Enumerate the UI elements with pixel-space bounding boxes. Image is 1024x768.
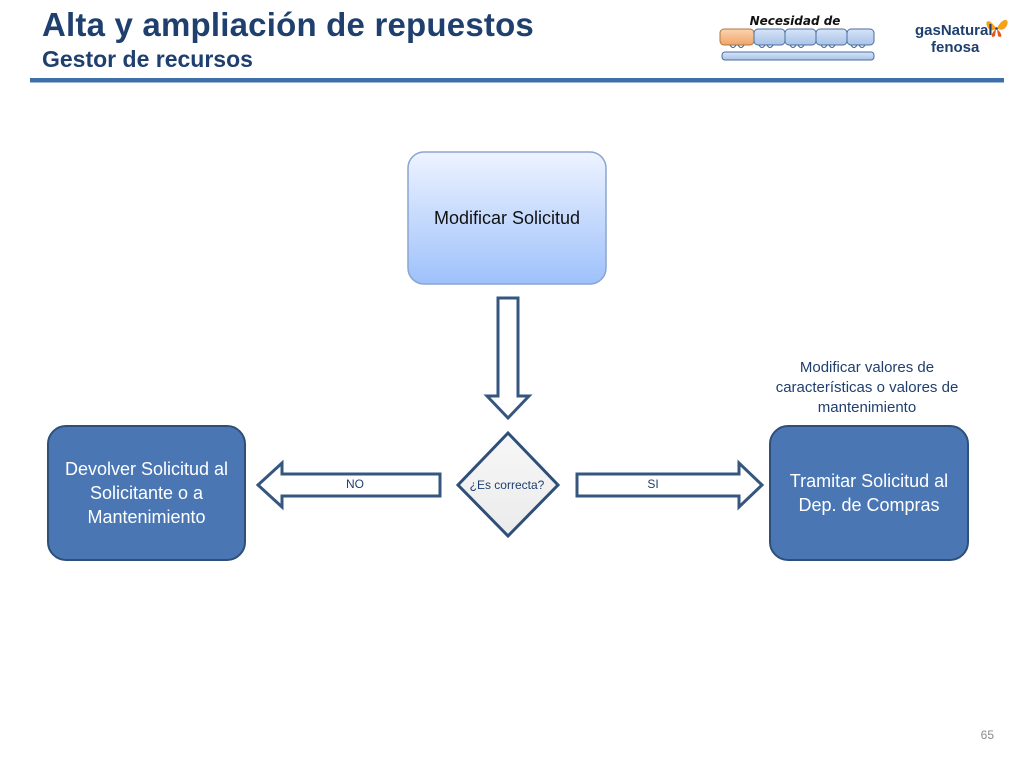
page-subtitle: Gestor de recursos [42,46,253,72]
no-branch-label: NO [346,477,364,491]
annotation-text: Modificar valores de características o v… [775,359,959,416]
logo-line-2: fenosa [931,39,980,56]
header-divider-thin [30,82,1004,83]
decision-node [455,430,561,539]
header-divider [30,78,1004,82]
page-title: Alta y ampliación de repuestos [42,6,534,43]
butterfly-logo-icon [986,19,1008,37]
logo-line-1: gasNatural [915,22,993,39]
return-request-node [47,425,246,561]
modify-request-node [407,151,607,285]
return-request-label: Devolver Solicitud al Solicitante o a Ma… [64,459,229,527]
down-arrow [483,296,533,421]
page-number: 65 [980,728,994,742]
stage-step-5 [846,28,875,46]
decision-label: ¿Es correcta? [469,478,545,492]
modify-request-label: Modificar Solicitud [433,207,581,228]
yes-branch-label: SI [647,477,659,491]
right-arrow-yes [575,459,765,511]
company-logo: gasNatural fenosa [915,22,993,56]
process-stage-indicator [719,28,875,61]
stage-bar-bottom [721,51,875,61]
process-request-node [769,425,969,561]
left-arrow-no [255,459,442,511]
process-request-label: Tramitar Solicitud al Dep. de Compras [789,471,949,515]
